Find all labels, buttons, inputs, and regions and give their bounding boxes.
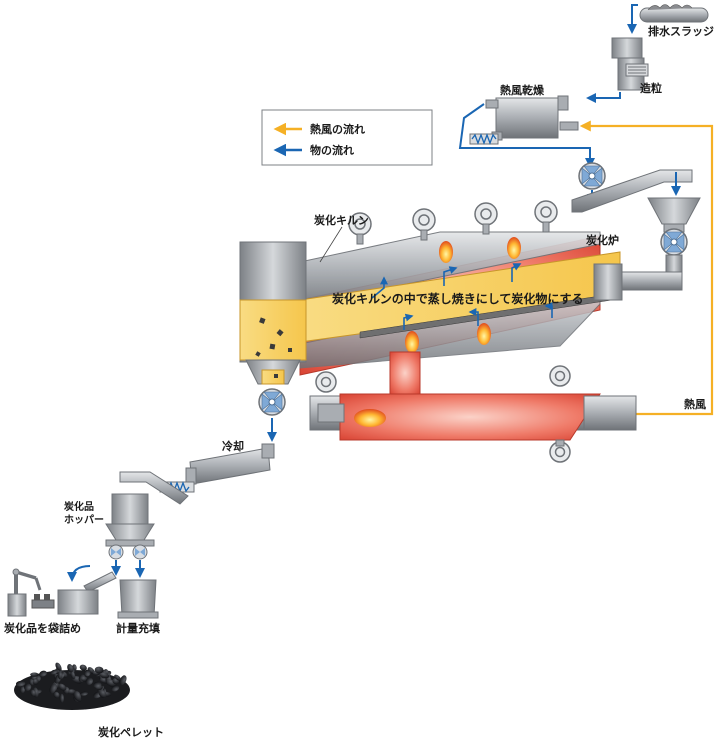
sludge-pile-icon [647,4,693,11]
furnace-fan-4-icon [534,200,558,233]
pellet-icon [49,683,57,694]
pellet-icon [30,689,36,697]
flame-icon [439,241,453,263]
pellet-icon [85,677,93,685]
product-hopper-label-2: ホッパー [64,514,104,526]
burner-flame-icon [354,409,386,427]
pellet-icon [99,672,110,679]
arrow-sludge-to-granulator [627,4,638,34]
pellet-icon [119,675,127,686]
hot-air-return-line [579,120,714,416]
pellet-icon [70,670,76,680]
pellet-icon [98,689,107,698]
sludge-label: 排水スラッジ [648,24,714,38]
furnace-fan-6-icon [549,365,571,387]
hot-air-dryer-label: 熱風乾燥 [500,83,545,97]
hot-air-label: 熱風 [684,397,706,411]
arrow-granulator-to-dryer [586,92,621,103]
sludge-conveyor: 排水スラッジ [639,4,714,38]
arrow-dryer-to-valve [458,103,595,168]
pellet-label: 炭化ペレット [98,725,164,739]
carbonization-furnace-label: 炭化炉 [586,233,619,247]
pellet-icons [15,662,127,704]
bagging-label: 炭化品を袋詰め [4,621,81,635]
rotary-valve-top-icon [578,162,606,190]
sludge-belt [639,7,709,23]
pellet-icon [24,683,32,691]
carbonization-kiln: 炭化キルン [299,213,623,343]
bagging-area: 炭化品を袋詰め [4,565,117,635]
pellet-icon [55,662,62,671]
kiln-internal-flow [371,263,553,330]
pellet-pile: 炭化ペレット [14,662,164,739]
product-hopper: 炭化品 ホッパー [64,493,155,547]
pellet-icon [59,693,64,704]
hot-air-dryer: 熱風乾燥 [485,83,579,141]
cooler: 冷却 [159,439,275,493]
legend: 熱風の流れ 物の流れ [261,109,433,166]
carbonization-kiln-label: 炭化キルン [314,213,369,227]
rotary-valve-discharge-icon [258,388,286,416]
falling-char-icon [255,317,292,378]
cooling-label: 冷却 [222,439,244,453]
weighing-filling-unit: 計量充填 [116,579,160,635]
product-hopper-label-1: 炭化品 [64,500,94,513]
kiln-label-leader [319,226,343,263]
legend-material-label: 物の流れ [310,143,354,157]
rotary-valve-feed-icon [660,228,688,256]
pellet-icon [30,672,39,677]
pellet-icon [50,669,58,675]
pellet-icon [67,664,74,673]
kiln-discharge-hood [239,241,307,385]
furnace-fan-5-icon [315,371,337,393]
pellet-icon [39,670,47,677]
furnace-fan-3-icon [474,202,498,235]
dryer-screw-feeder [469,133,499,145]
feed-hopper [647,197,701,233]
hopper-valve-right-icon [132,544,148,560]
pellet-icon [80,691,88,696]
feed-chute [571,169,693,213]
furnace-flames [405,237,521,353]
combustion-chamber [309,351,637,441]
kiln-process-label: 炭化キルンの中で蒸し焼きにして炭化物にする [332,291,584,306]
flame-icon [507,237,521,259]
pellet-icon [58,683,67,691]
pellet-icon [29,679,35,686]
robot-arm-icon [7,568,42,617]
pellet-icon [73,691,82,702]
hopper-valve-left-icon [108,544,124,560]
pellet-icon [80,676,88,682]
pellet-icon [32,678,39,685]
pellet-icon [53,691,60,699]
pellet-icon [79,664,87,671]
pellet-icon [19,686,26,694]
flame-icon [477,323,491,345]
granulation-label: 造粒 [640,81,662,95]
pellet-icon [111,685,120,692]
flame-icon [405,331,419,353]
legend-hot-air-label: 熱風の流れ [310,122,365,136]
pellet-icon [114,674,122,681]
pellet-icon [15,680,26,687]
granulator: 造粒 [611,37,662,95]
weighing-filling-label: 計量充填 [116,621,160,635]
pellet-icon [94,666,104,674]
pellet-icon [57,671,63,680]
product-chute [119,471,189,505]
legend-box [261,109,433,166]
combustion-fan-icon [549,439,571,463]
pellet-icon [93,681,102,688]
arrow-conveyor-to-bag [67,565,91,582]
pellet-icon [84,669,91,677]
